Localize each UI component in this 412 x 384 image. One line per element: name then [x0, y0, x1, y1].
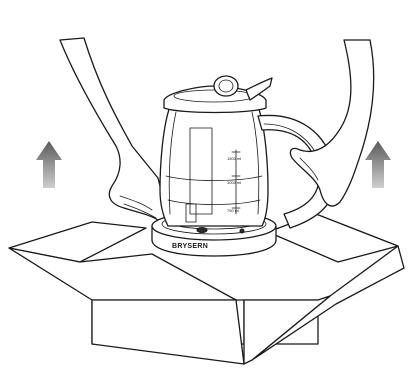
scale-label: 750 ml	[227, 208, 239, 213]
scale-label: 1500 ml	[227, 156, 241, 161]
up-arrow-icon	[36, 141, 62, 188]
left-hand-icon	[60, 38, 173, 224]
brand-label: BRYSERN	[172, 243, 208, 250]
up-arrow-icon	[365, 141, 391, 188]
scale-label: 1000 ml	[227, 180, 241, 185]
